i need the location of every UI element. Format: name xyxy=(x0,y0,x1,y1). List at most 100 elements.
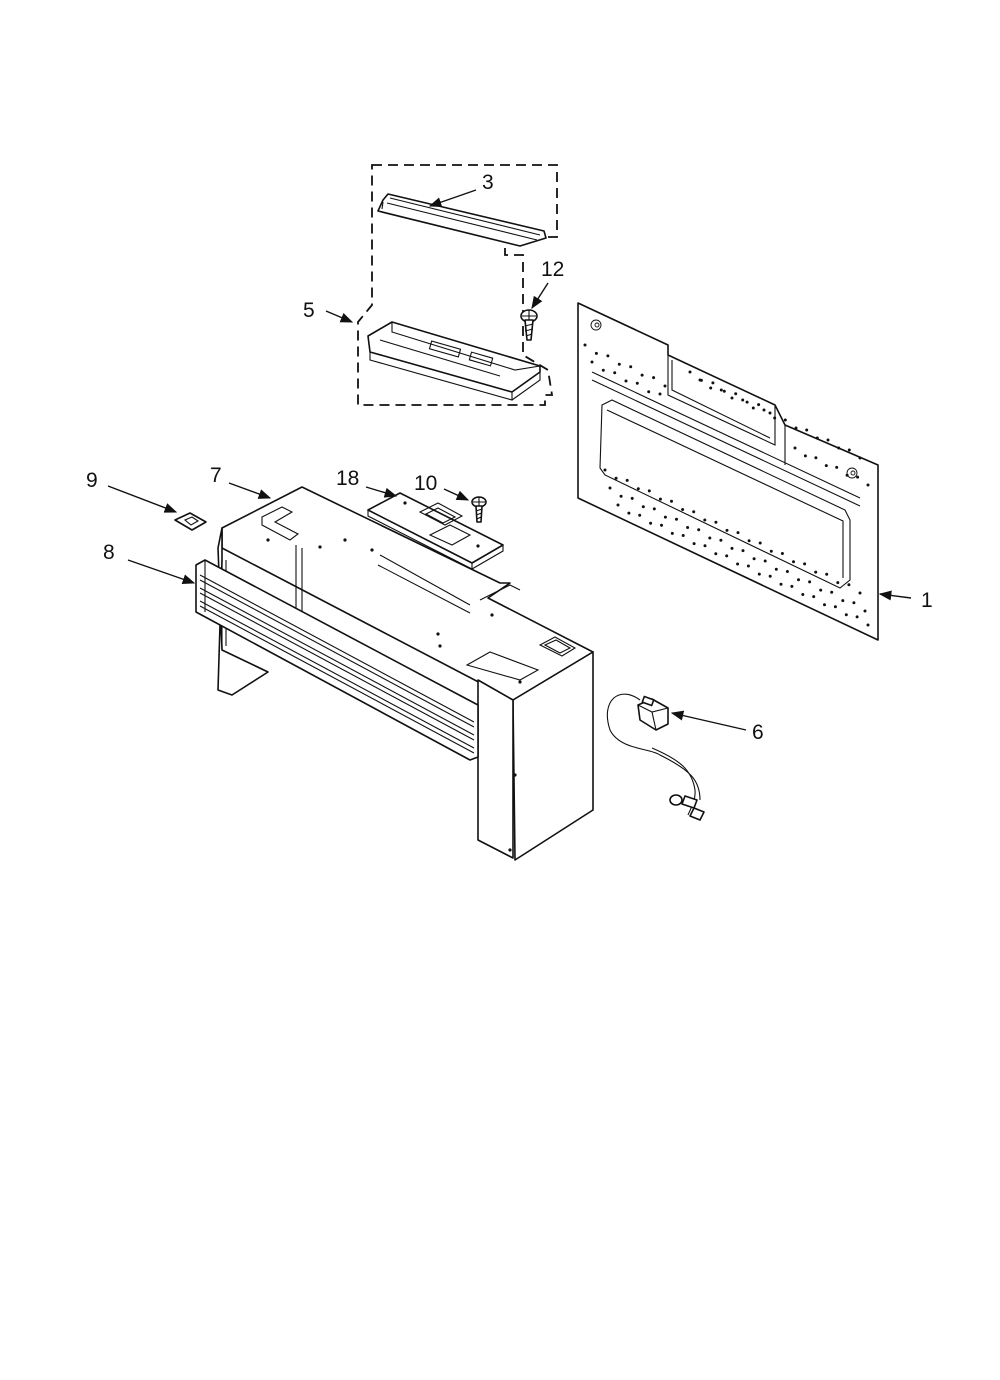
perforation-dot xyxy=(601,368,605,372)
perforation-dot xyxy=(823,603,826,607)
perforation-dot xyxy=(792,560,795,564)
perforation-dot xyxy=(641,505,645,509)
perforation-dot xyxy=(624,379,628,383)
perforation-dot xyxy=(844,613,848,617)
perforation-dot xyxy=(692,510,696,514)
perforation-dot xyxy=(741,549,745,553)
perforation-dot xyxy=(747,539,751,543)
perforation-dot xyxy=(681,534,685,537)
perforation-dot xyxy=(783,418,787,422)
perforation-dot xyxy=(670,531,674,535)
callout-18: 18 xyxy=(336,467,359,490)
perforation-dot xyxy=(797,578,800,582)
part-1-mounting-plate xyxy=(577,302,879,641)
perforation-dot xyxy=(769,549,773,553)
perforation-dot xyxy=(758,541,762,545)
part-5-damper-tray xyxy=(367,321,541,401)
perforation-dot xyxy=(652,376,656,380)
perforation-dot xyxy=(763,559,767,563)
perforation-dot xyxy=(836,581,840,585)
perforation-dot xyxy=(635,381,639,385)
perforation-dot xyxy=(663,515,667,519)
callout-9: 9 xyxy=(86,469,98,492)
perforation-dot xyxy=(866,483,870,487)
perforation-dot xyxy=(801,593,805,596)
perforation-dot xyxy=(824,464,828,468)
perforation-dot xyxy=(619,494,623,498)
perforation-dot xyxy=(719,538,723,542)
part-18-bracket-plate xyxy=(367,492,504,570)
perforation-dot xyxy=(640,373,644,377)
perforation-dot xyxy=(730,546,734,550)
perforation-dot xyxy=(745,400,749,404)
callout-leaders xyxy=(107,189,912,731)
perforation-dot xyxy=(768,411,772,415)
perforation-dot xyxy=(660,523,663,527)
perforation-dot xyxy=(736,531,740,535)
perforation-dot xyxy=(812,595,816,599)
perforation-dot xyxy=(649,521,653,525)
perforation-dot xyxy=(625,478,629,482)
perforation-dot xyxy=(708,536,712,540)
perforation-dot xyxy=(866,623,870,627)
callout-1: 1 xyxy=(921,589,933,612)
perforation-dot xyxy=(647,390,651,394)
callout-10: 10 xyxy=(414,472,437,495)
perforation-dot xyxy=(594,351,598,355)
perforation-dot xyxy=(638,513,642,517)
perforation-dot xyxy=(794,426,798,430)
perforation-dot xyxy=(613,371,617,375)
perforation-dot xyxy=(703,544,707,548)
part-10-screw xyxy=(471,496,487,523)
callout-7: 7 xyxy=(210,464,222,487)
perforation-dot xyxy=(675,517,678,521)
part-12-screw xyxy=(520,309,538,341)
perforation-dot xyxy=(768,574,772,578)
perforation-dot xyxy=(590,360,594,364)
perforation-dot xyxy=(725,528,729,532)
perforation-dot xyxy=(711,381,715,385)
perforation-dot xyxy=(830,590,834,594)
perforation-dot xyxy=(841,599,845,603)
perforation-dot xyxy=(814,456,818,460)
perforation-dot xyxy=(699,378,703,382)
perforation-dot xyxy=(722,389,726,393)
callout-3: 3 xyxy=(482,171,494,194)
perforation-dot xyxy=(774,567,778,571)
perforation-dot xyxy=(762,408,766,412)
perforation-dot xyxy=(629,365,633,369)
perforation-dot xyxy=(825,572,829,576)
perforation-dot xyxy=(627,511,631,515)
perforation-dot xyxy=(826,438,830,442)
perforation-dot xyxy=(670,499,673,503)
perforation-dot xyxy=(751,406,755,410)
perforation-dot xyxy=(658,392,662,396)
perforation-dot xyxy=(785,570,789,573)
perforation-dot xyxy=(703,518,707,522)
perforation-dot xyxy=(805,428,809,432)
perforation-dot xyxy=(725,554,729,558)
part-8-grille xyxy=(195,559,479,761)
perforation-dot xyxy=(686,526,690,529)
perforation-dot xyxy=(835,465,839,469)
perforation-dot xyxy=(647,489,651,493)
perforation-dot xyxy=(688,370,692,374)
perforation-dot xyxy=(736,562,740,566)
perforation-dot xyxy=(636,487,640,491)
perforation-dot xyxy=(616,503,620,507)
part-6-switch-harness xyxy=(606,693,705,821)
perforation-dot xyxy=(752,557,756,561)
perforation-dot xyxy=(583,343,587,347)
perforation-dot xyxy=(847,583,851,587)
perforation-dot xyxy=(858,456,862,460)
callout-5: 5 xyxy=(303,299,315,322)
perforation-dot xyxy=(757,572,761,576)
callout-12: 12 xyxy=(541,258,564,281)
callout-8: 8 xyxy=(103,541,115,564)
perforation-dot xyxy=(741,398,745,402)
callout-6: 6 xyxy=(752,721,764,744)
perforation-dot xyxy=(833,605,837,609)
perforation-dot xyxy=(856,475,860,479)
perforation-dot xyxy=(773,416,777,420)
perforation-dot xyxy=(714,552,718,556)
